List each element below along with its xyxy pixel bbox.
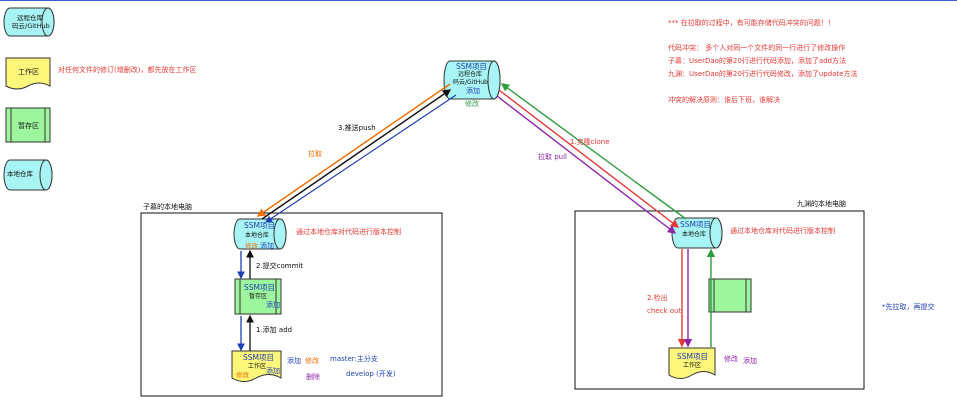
left-branch-develop: develop (开发) [346,370,396,378]
left-repo-note: 通过本地仓库对代码进行版本控制 [296,228,401,236]
legend-remote-label: 远程仓库 码云/GitHub [12,14,50,30]
left-repo-modify: 修改 [245,242,258,250]
remote-repo-cylinder [443,60,501,100]
arrow-pull-purple [496,95,677,234]
left-workspace-doc [231,350,282,382]
left-repo-add: 添加 [260,242,274,250]
right-repo-sub: 本地仓库 [682,231,707,238]
left-legend-modify: 修改 [305,357,319,365]
legend-staging-label: 暂存区 [18,122,39,130]
left-stage-sub: 暂存区 [249,293,268,300]
left-work-add: 添加 [266,367,280,375]
left-step-push: 3.推送push [338,124,376,132]
note-pull-first: *先拉取，再提交 [882,303,935,311]
note-ziwu: 子慕：UserDao的第20行进行代码添加，添加了add方法 [668,57,847,65]
left-repo-title: SSM项目 [244,221,275,230]
left-stage-add: 添加 [266,301,280,309]
note-principle: 冲突的解决原则：谁后下班，谁解决 [668,96,780,104]
arrow-pull-orange [256,83,451,217]
window-top-border [0,0,957,1]
remote-add: 添加 [466,87,480,95]
left-legend-delete: 删除 [306,373,320,381]
note-conflict-title: *** 在拉取的过程中，有可能存储代码冲突的问题！！ [668,19,835,27]
left-step-commit: 2.提交commit [256,262,304,270]
right-add-label: 添加 [743,357,757,365]
right-modify-label: 修改 [724,355,738,363]
left-legend-add: 添加 [287,357,301,365]
legend-staging-shape [5,107,51,143]
legend-remote-repo-shape [3,7,55,37]
left-pc-title: 子慕的本地电脑 [143,203,192,211]
legend-local-repo-label: 本地仓库 [7,170,33,178]
arrow-push-blue [265,94,457,223]
left-step-add: 1.添加 add [256,326,293,334]
legend-local-repo-shape [3,159,53,191]
right-checkout-label: 2.检出 check out [647,294,682,315]
left-repo-sub: 本地仓库 [245,232,270,239]
remote-title: SSM项目 [456,62,487,71]
left-branch-master: master:主分支 [330,355,378,363]
right-pull-label: 拉取 pull [538,153,567,161]
left-staging-box [234,278,282,315]
right-pc-box [574,210,865,390]
right-workspace-doc [668,347,716,379]
arrow-clone-red [498,89,680,228]
right-work-sub: 工作区 [683,362,702,369]
right-repo-title: SSM项目 [680,220,711,229]
right-work-title: SSM项目 [677,352,708,361]
left-work-sub: 工作区 [248,363,267,370]
note-jiuyuan: 九渊：UserDao的第20行进行代码修改，添加了update方法 [668,70,858,78]
left-pull-label: 拉取 [308,150,322,158]
right-pc-title: 九渊的本地电脑 [797,200,846,208]
left-local-repo-cylinder [233,218,287,250]
legend-workspace-note: 对任何文件的修订(增删改)，都先放在工作区 [58,66,197,74]
right-staging-box [708,278,752,313]
arrow-push-black [261,89,452,220]
arrow-push-green [500,83,687,220]
right-clone-label: 1.克隆clone [570,138,610,146]
left-work-title: SSM项目 [243,353,274,362]
remote-sub2: 码云/GitHub [453,79,488,86]
note-conflict-definition: 代码冲突： 多个人对同一个文件的同一行进行了修改操作 [668,44,846,52]
legend-workspace-label: 工作区 [18,68,39,76]
left-pc-box [140,212,443,397]
left-work-modify: 修改 [236,371,249,379]
right-repo-note: 通过本地仓库对代码进行版本控制 [730,227,835,235]
legend-workspace-shape [5,57,51,90]
remote-modify: 修改 [465,100,479,108]
right-local-repo-cylinder [671,217,723,249]
left-stage-title: SSM项目 [244,283,275,292]
remote-sub1: 远程仓库 [458,71,483,78]
